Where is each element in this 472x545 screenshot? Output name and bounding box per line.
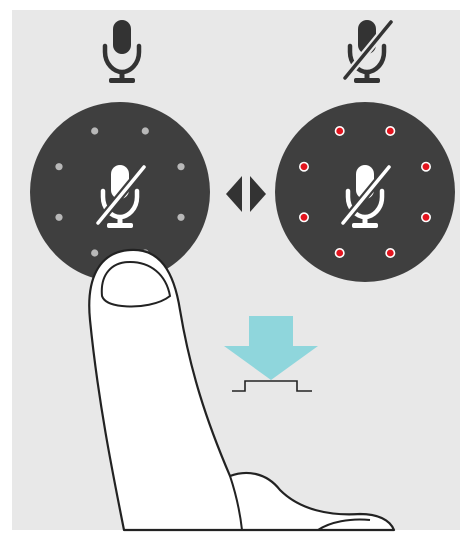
led-dot [300, 163, 308, 171]
mute-button-muted[interactable] [275, 102, 455, 282]
led-dot [142, 127, 149, 134]
led-dot [336, 127, 344, 135]
led-dot [91, 127, 98, 134]
led-dot [177, 214, 184, 221]
led-dot [336, 249, 344, 257]
led-dot [422, 163, 430, 171]
led-dot [91, 249, 98, 256]
led-dot [55, 163, 62, 170]
led-dot [300, 213, 308, 221]
led-dot [177, 163, 184, 170]
led-dot [55, 214, 62, 221]
led-dot [386, 127, 394, 135]
led-dot [386, 249, 394, 257]
led-dot [422, 213, 430, 221]
